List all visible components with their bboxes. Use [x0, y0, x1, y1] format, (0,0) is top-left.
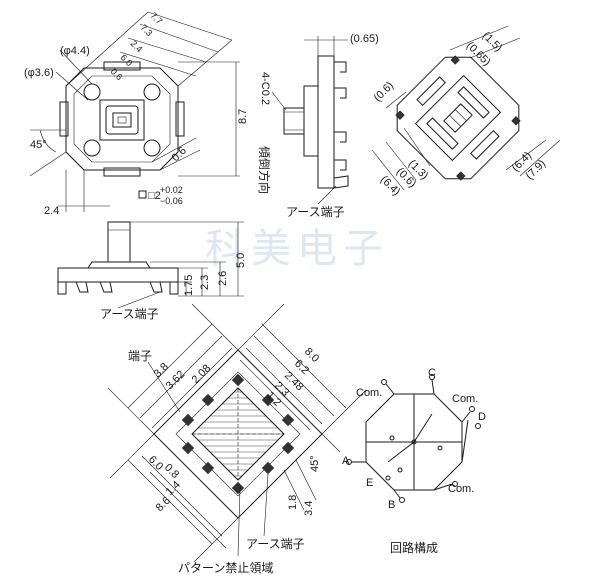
earth-terminal-label-side: アース端子: [286, 205, 345, 219]
watermark: 科美电子: [205, 226, 389, 272]
circuit-e: E: [366, 477, 373, 489]
circuit-title: 回路構成: [390, 540, 438, 555]
tol-minus: −0.06: [160, 196, 183, 206]
dim-2-08: 2.08: [190, 362, 214, 386]
front-view: 5.0 2.6 2.3 1.75 アース端子: [57, 221, 247, 321]
circuit-a: A: [342, 455, 350, 467]
circuit-com-3: Com.: [448, 483, 474, 495]
top-view: 7.7 7.3 2.4 6.0 0.6 (φ4.4) (φ3.6) 45° 0.…: [24, 10, 249, 217]
dim-square-2: □2: [148, 190, 161, 202]
terminal-label: 端子: [128, 349, 152, 363]
dim-45-deg-footprint: 45°: [309, 455, 321, 472]
dim-8-6: 8.6: [154, 495, 173, 514]
dim-5-0: 5.0: [235, 253, 247, 268]
dim-phi-4-4: (φ4.4): [60, 45, 90, 57]
dim-2-3-front: 2.3: [199, 275, 211, 290]
circuit-diagram: Com. C Com. D A E B Com. 回路構成: [342, 367, 486, 555]
dim-0-65-side: (0.65): [350, 33, 379, 45]
tilt-direction-label: 傾倒方向: [257, 146, 272, 194]
dim-3-8: 3.8: [152, 361, 171, 380]
circuit-com-2: Com.: [452, 393, 478, 405]
bottom-view: (1.5) (0.65) (0.6) (0.6) (1.3) (6.4) (6.…: [372, 25, 561, 198]
dim-0-6-right: 0.6: [170, 145, 189, 164]
earth-terminal-label-footprint: アース端子: [246, 537, 305, 551]
dim-0-6-top: 0.6: [109, 66, 125, 82]
earth-terminal-label-front: アース端子: [100, 307, 159, 321]
circuit-c: C: [428, 367, 436, 379]
keepout-label: パターン禁止領域: [178, 560, 273, 575]
dim-2-6: 2.6: [217, 271, 229, 286]
side-view: (0.65) 4-C0.2 傾倒方向 アース端子: [257, 33, 379, 219]
chamfer-4-c0-2: 4-C0.2: [259, 72, 271, 105]
dim-1-8: 1.8: [287, 495, 299, 510]
dim-1-4: 1.4: [164, 479, 183, 498]
circuit-d: D: [478, 411, 486, 423]
circuit-b: B: [388, 499, 395, 511]
dim-phi-3-6: (φ3.6): [24, 67, 54, 79]
dim-6-0: 6.0: [119, 52, 135, 68]
dim-2-4-bottom: 2.4: [44, 205, 59, 217]
dim-7-3: 7.3: [139, 22, 155, 38]
dim-2-4: 2.4: [129, 38, 145, 54]
tol-plus: +0.02: [160, 185, 183, 195]
dim-3-4: 3.4: [303, 501, 315, 516]
dim-0-6-bottom-a: (0.6): [372, 80, 396, 104]
dim-45-deg: 45°: [30, 139, 47, 151]
footprint-view: 端子 3.8 3.62 2.08 8.0 6.2 2.48 2.3 1.2 6.…: [107, 303, 367, 575]
circuit-com-1: Com.: [356, 387, 382, 399]
dim-1-75: 1.75: [183, 275, 195, 296]
dim-8-7: 8.7: [237, 109, 249, 124]
